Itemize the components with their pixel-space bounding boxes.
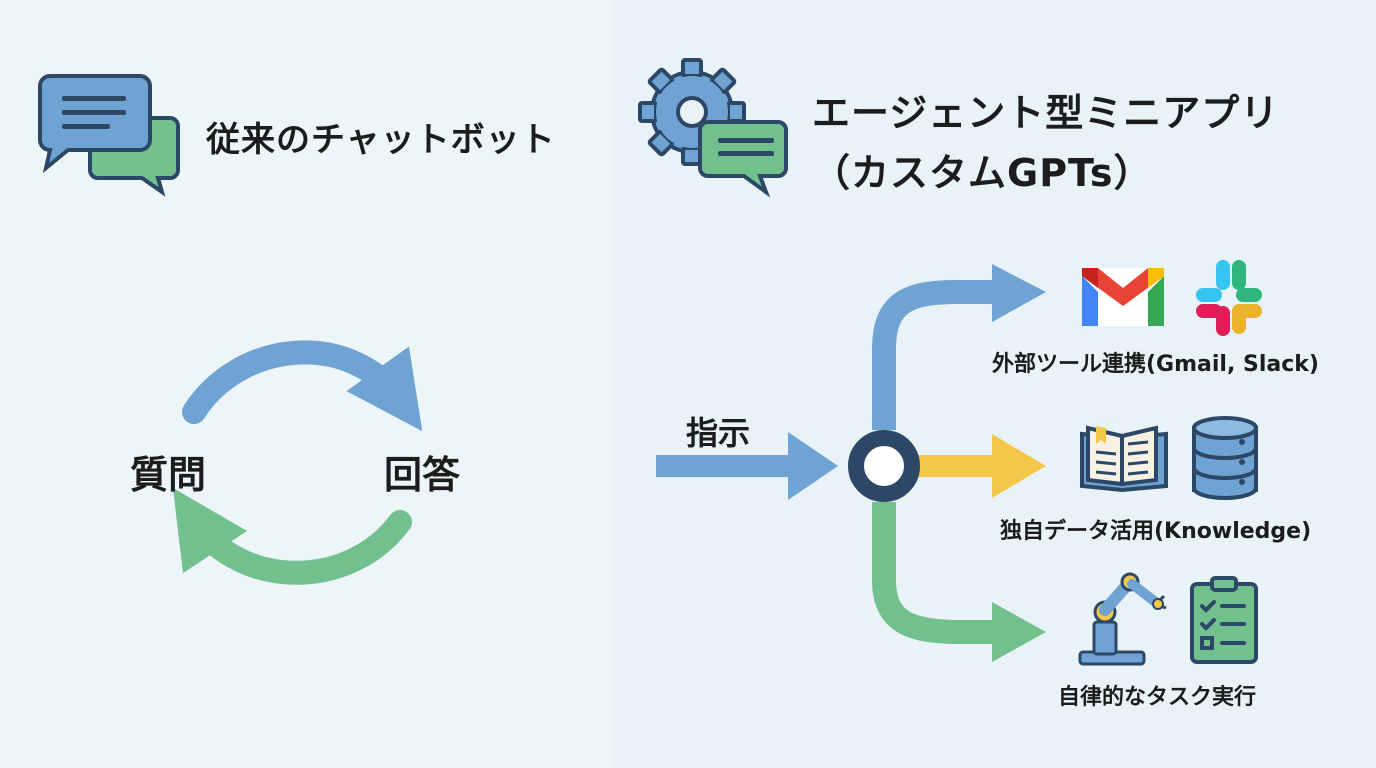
gmail-icon: [1082, 268, 1164, 326]
robot-arm-icon: [1078, 572, 1167, 666]
branch-arrowhead-middle: [992, 434, 1046, 498]
branch-arrowhead-top: [992, 264, 1046, 322]
cycle-arrow-top: [182, 340, 423, 432]
knowledge-caption: 独自データ活用(Knowledge): [1000, 519, 1312, 544]
slack-icon: [1196, 260, 1262, 336]
checklist-icon: [1190, 576, 1258, 664]
question-node: 質問: [130, 453, 207, 497]
traditional-chatbot-title: 従来のチャットボット: [206, 120, 556, 160]
autonomous-task-caption: 自律的なタスク実行: [1058, 685, 1257, 710]
branch-arrowhead-bottom: [992, 602, 1046, 662]
branch-arrow-top: [872, 280, 1000, 430]
book-icon: [1080, 425, 1168, 493]
chat-bubbles-icon: [38, 74, 180, 197]
agent-miniapp-title: エージェント型ミニアプリ: [812, 91, 1280, 135]
database-icon: [1192, 416, 1258, 500]
instruction-label: 指示: [686, 414, 751, 452]
custom-gpts-subtitle: （カスタムGPTs）: [812, 151, 1153, 195]
gear-chat-icon: [638, 58, 788, 198]
branch-arrow-bottom: [872, 502, 1000, 644]
cycle-arrow-bottom: [172, 487, 412, 585]
external-tools-caption: 外部ツール連携(Gmail, Slack): [992, 352, 1319, 377]
hub-node: [848, 430, 920, 502]
instruction-arrowhead: [788, 432, 838, 500]
answer-node: 回答: [384, 453, 461, 497]
